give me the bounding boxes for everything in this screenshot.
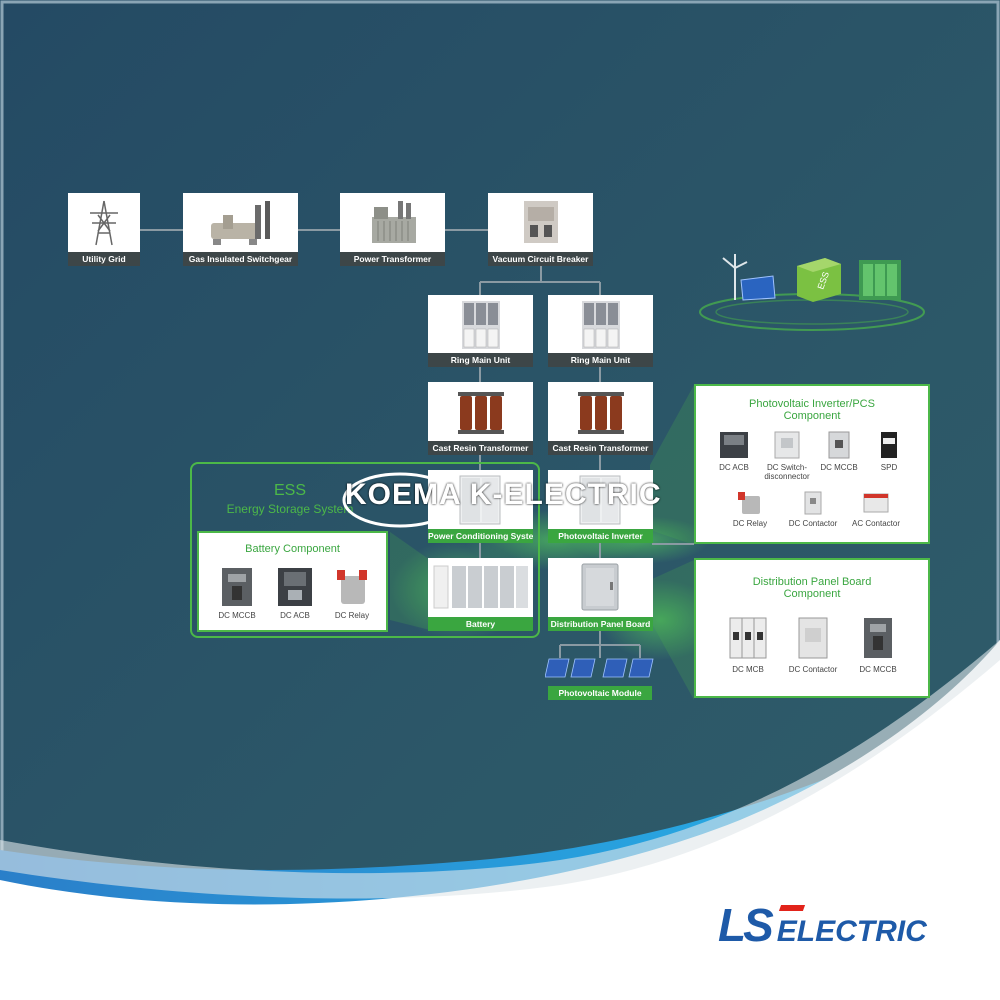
comp-dc-relay: DC Relay — [715, 490, 785, 528]
acb-icon — [278, 568, 312, 606]
logo-electric: ELECTRIC — [776, 915, 927, 948]
relay-icon — [337, 570, 367, 604]
distribution-panel-icon — [581, 563, 619, 611]
ess-title: ESS — [273, 482, 306, 499]
mcb-icon — [729, 617, 767, 659]
comp-dc-relay: DC Relay — [317, 566, 387, 620]
spd-icon — [881, 432, 897, 458]
power-transformer-icon — [372, 201, 416, 243]
mccb-icon — [864, 618, 892, 658]
vcb-label: Vacuum Circuit Breaker — [488, 252, 593, 266]
comp-dc-switch-disconnector: DC Switch- disconnector — [752, 430, 822, 481]
pv-inverter-component-title: Photovoltaic Inverter/PCS Component — [749, 398, 875, 422]
left-rmu-label: Ring Main Unit — [428, 353, 533, 367]
gis-card: Gas Insulated Switchgear — [183, 193, 298, 266]
distribution-component-panel: Distribution Panel Board Component DC MC… — [694, 558, 930, 698]
power-transformer-card: Power Transformer — [340, 193, 445, 266]
cast-resin-transformer-icon — [578, 392, 624, 434]
ring-main-unit-icon — [582, 301, 620, 349]
left-transformer-label: Cast Resin Transformer — [428, 441, 533, 455]
ring-main-unit-icon — [462, 301, 500, 349]
power-transformer-label: Power Transformer — [340, 252, 445, 266]
pv-inverter-card: Photovoltaic Inverter — [548, 470, 653, 543]
comp-ac-contactor: AC Contactor — [841, 490, 911, 528]
pv-inverter-component-panel: Photovoltaic Inverter/PCS Component DC A… — [694, 384, 930, 544]
watermark-text: KOEMA K-ELECTRIC — [345, 478, 662, 511]
ess-subtitle: Energy Storage System — [226, 502, 354, 516]
vcb-icon — [524, 201, 558, 243]
right-rmu-label: Ring Main Unit — [548, 353, 653, 367]
right-transformer-card: Cast Resin Transformer — [548, 382, 653, 455]
mccb-icon — [222, 568, 252, 606]
cast-resin-transformer-icon — [458, 392, 504, 434]
distribution-board-card: Distribution Panel Board — [548, 558, 653, 631]
pv-module-card: Photovoltaic Module — [548, 686, 652, 700]
right-rmu-card: Ring Main Unit — [548, 295, 653, 367]
comp-dc-acb: DC ACB — [260, 566, 330, 620]
battery-component-title: Battery Component — [245, 543, 340, 555]
comp-spd: SPD — [854, 430, 924, 472]
distribution-board-label: Distribution Panel Board — [548, 617, 653, 631]
comp-dc-contactor: DC Contactor — [778, 490, 848, 528]
inverter-cabinet-icon — [859, 260, 901, 300]
gis-label: Gas Insulated Switchgear — [183, 252, 298, 266]
comp-dc-mcb: DC MCB — [713, 614, 783, 674]
pv-inverter-icon — [579, 475, 621, 525]
pcs-card: Power Conditioning System — [428, 470, 533, 543]
logo-red-dash — [778, 905, 806, 911]
transmission-tower-icon — [90, 200, 118, 246]
watermark-swoosh — [342, 472, 458, 528]
contactor-icon — [804, 491, 822, 515]
wind-solar-icon — [722, 254, 776, 301]
utility-grid-label: Utility Grid — [68, 252, 140, 266]
comp-dc-contactor: DC Contactor — [778, 614, 848, 674]
vcb-card: Vacuum Circuit Breaker — [488, 193, 593, 266]
badge-icons: ESS — [722, 254, 901, 302]
gis-icon — [211, 201, 270, 245]
ess-group — [190, 462, 540, 638]
right-transformer-label: Cast Resin Transformer — [548, 441, 653, 455]
left-rmu-card: Ring Main Unit — [428, 295, 533, 367]
relay-icon — [738, 492, 760, 514]
switch-disconnector-icon — [774, 431, 800, 459]
left-transformer-card: Cast Resin Transformer — [428, 382, 533, 455]
comp-dc-mccb: DC MCCB — [804, 430, 874, 472]
contactor-icon — [798, 617, 828, 659]
comp-dc-mccb: DC MCCB — [843, 614, 913, 674]
comp-dc-mccb: DC MCCB — [202, 566, 272, 620]
battery-card: Battery — [428, 558, 533, 631]
distribution-component-title: Distribution Panel Board Component — [752, 576, 872, 600]
battery-rack-icon — [433, 565, 528, 609]
utility-grid-card: Utility Grid — [68, 193, 140, 266]
mccb-icon — [828, 431, 850, 459]
logo-ls: LS — [718, 899, 774, 951]
pcs-cabinet-icon — [459, 475, 501, 525]
pv-module-icons — [545, 658, 654, 678]
acb-icon — [720, 432, 748, 458]
pv-inverter-label: Photovoltaic Inverter — [548, 529, 653, 543]
contactor-icon — [863, 493, 889, 513]
pcs-label: Power Conditioning System — [428, 529, 533, 543]
ess-battery-icon: ESS — [797, 258, 841, 302]
comp-dc-acb: DC ACB — [699, 430, 769, 472]
battery-label: Battery — [428, 617, 533, 631]
battery-component-panel: Battery Component DC MCCB DC ACB DC Rela… — [197, 531, 388, 632]
pv-module-label: Photovoltaic Module — [548, 686, 652, 700]
